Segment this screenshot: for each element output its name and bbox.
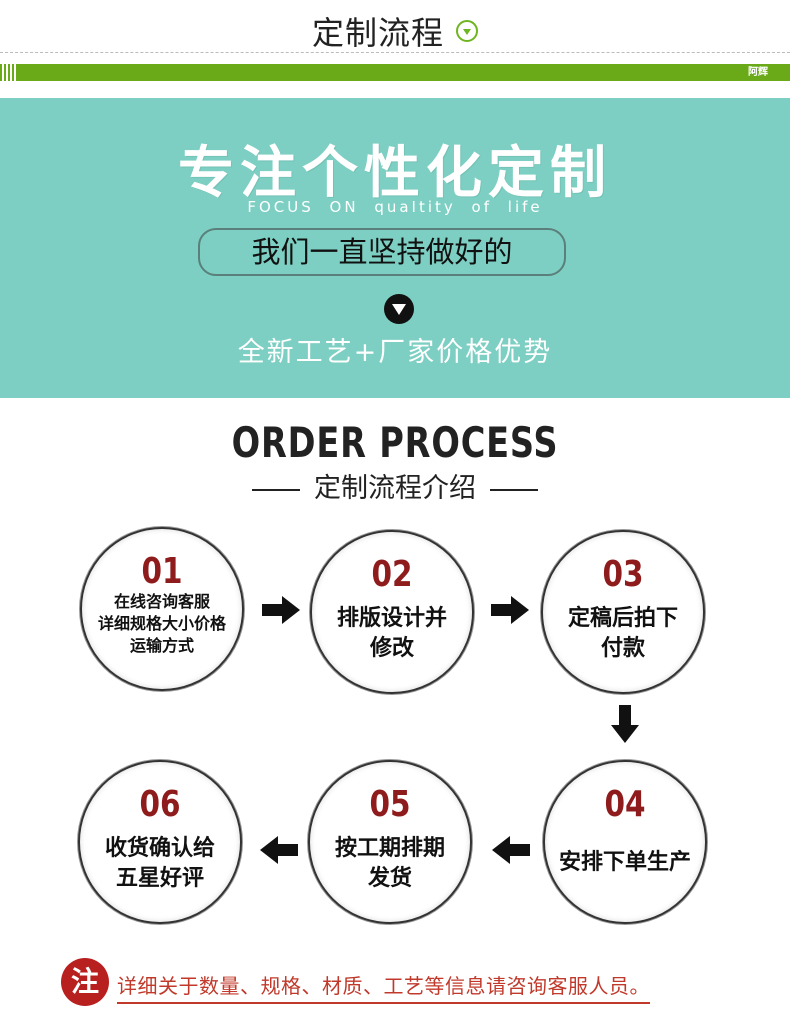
process-title: ORDER PROCESS (231, 418, 559, 467)
step-number: 03 (602, 554, 644, 595)
step-line: 安排下单生产 (558, 850, 691, 875)
arrow-down-circle-icon (384, 294, 414, 324)
banner-title: 专注个性化定制 (178, 141, 612, 206)
note-badge: 注 (61, 958, 109, 1006)
green-bar (17, 64, 790, 81)
step-04: 04 安排下单生产 (543, 760, 707, 924)
step-line: 修改 (369, 636, 414, 661)
step-05: 05 按工期排期 发货 (308, 760, 472, 924)
page-title: 定制流程 (0, 8, 790, 54)
step-text: 排版设计并 修改 (320, 604, 464, 664)
banner-subtitle: FOCUS ON quaItity of life (247, 198, 543, 216)
banner-slogan: 全新工艺+厂家价格优势 (237, 337, 553, 368)
step-line: 五星好评 (115, 866, 204, 891)
step-number: 06 (139, 784, 181, 825)
bar-tag: 阿辉 (748, 67, 768, 78)
process-subtitle-text: 定制流程介绍 (314, 473, 476, 504)
step-text: 在线咨询客服 详细规格大小价格 运输方式 (90, 591, 234, 657)
step-number: 04 (604, 784, 646, 825)
step-line: 运输方式 (129, 636, 194, 655)
step-line: 排版设计并 (336, 606, 447, 631)
step-01: 01 在线咨询客服 详细规格大小价格 运输方式 (80, 527, 244, 691)
banner-pill: 我们一直坚持做好的 (198, 228, 566, 276)
arrow-down-icon (611, 705, 639, 745)
step-line: 按工期排期 (334, 836, 445, 861)
arrow-left-icon (258, 836, 298, 864)
divider-line-left (252, 488, 300, 491)
note-text: 详细关于数量、规格、材质、工艺等信息请咨询客服人员。 (117, 970, 650, 1004)
step-text: 安排下单生产 (553, 848, 697, 878)
page-title-text: 定制流程 (311, 14, 444, 52)
process-subtitle: 定制流程介绍 (0, 466, 790, 505)
stripe-decoration (0, 64, 17, 81)
step-line: 定稿后拍下 (567, 606, 678, 631)
step-number: 02 (371, 554, 413, 595)
banner: 专注个性化定制 FOCUS ON quaItity of life 我们一直坚持… (0, 98, 790, 398)
arrow-left-icon (490, 836, 530, 864)
arrow-right-icon (262, 596, 302, 624)
step-text: 按工期排期 发货 (318, 834, 462, 894)
divider-line-right (490, 488, 538, 491)
chevron-down-circle-icon[interactable] (456, 20, 478, 42)
dashed-divider (0, 52, 790, 53)
arrow-right-icon (491, 596, 531, 624)
step-line: 在线咨询客服 (113, 592, 210, 611)
step-06: 06 收货确认给 五星好评 (78, 760, 242, 924)
step-line: 收货确认给 (104, 836, 215, 861)
step-line: 详细规格大小价格 (97, 614, 226, 633)
step-03: 03 定稿后拍下 付款 (541, 530, 705, 694)
step-number: 01 (141, 551, 183, 592)
step-line: 付款 (600, 636, 645, 661)
step-number: 05 (369, 784, 411, 825)
step-text: 收货确认给 五星好评 (88, 834, 232, 894)
header: 定制流程 阿辉 (0, 0, 790, 100)
step-text: 定稿后拍下 付款 (551, 604, 695, 664)
step-02: 02 排版设计并 修改 (310, 530, 474, 694)
step-line: 发货 (367, 866, 412, 891)
